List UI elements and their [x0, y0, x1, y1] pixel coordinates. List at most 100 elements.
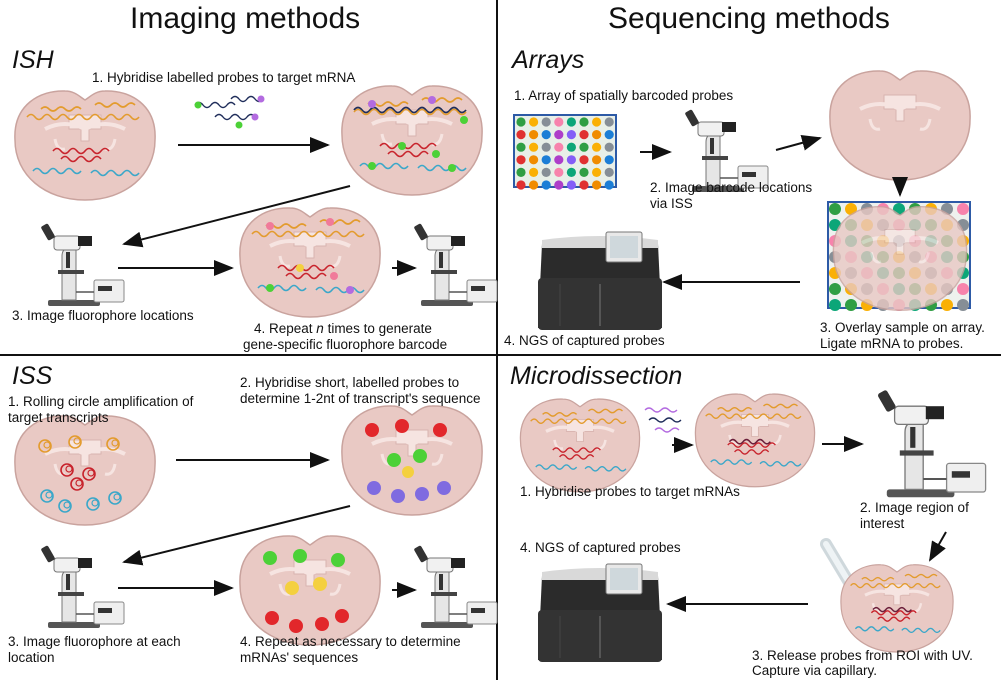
iss-step4-line1: 4. Repeat as necessary to determine [240, 634, 461, 649]
md-brain-2 [693, 392, 817, 489]
arrays-step2-line2: via ISS [650, 196, 693, 211]
barcode-spot [957, 283, 969, 295]
barcode-spot [579, 130, 589, 140]
barcode-spot [541, 180, 551, 190]
barcode-spot [941, 299, 953, 311]
barcode-spot [541, 142, 551, 152]
md-step2-line2: interest [860, 516, 905, 531]
barcode-spot [579, 180, 589, 190]
ish-step4-n: n [316, 321, 324, 336]
barcode-spot [554, 142, 564, 152]
barcode-spot [529, 142, 539, 152]
iss-step1-line2: target transcripts [8, 410, 109, 425]
barcode-spot [516, 180, 526, 190]
barcode-spot [604, 142, 614, 152]
barcode-spot [579, 142, 589, 152]
iss-step3-line2: location [8, 650, 55, 665]
barcode-spot [579, 117, 589, 127]
iss-brain-2 [339, 403, 485, 517]
barcode-spot [554, 117, 564, 127]
iss-step2-line2: determine 1-2nt of transcript's sequence [240, 391, 481, 406]
barcode-spot [604, 117, 614, 127]
barcode-spot [829, 203, 841, 215]
barcode-spot [516, 142, 526, 152]
sequencer-icon [537, 231, 663, 331]
barcode-spot [592, 180, 602, 190]
arrays-step4: 4. NGS of captured probes [504, 333, 665, 348]
barcode-spot [579, 167, 589, 177]
microscope-icon [412, 544, 498, 629]
arrow [122, 505, 351, 566]
md-step3-line1: 3. Release probes from ROI with UV. [752, 648, 973, 663]
ish-step3: 3. Image fluorophore locations [12, 308, 194, 323]
arrays-label: Arrays [512, 46, 585, 74]
ish-step4-line1: 4. Repeat n times to generate [254, 321, 432, 337]
ish-step1: 1. Hybridise labelled probes to target m… [92, 70, 356, 85]
barcode-spot [541, 155, 551, 165]
barcode-spot [566, 167, 576, 177]
barcode-spot [516, 130, 526, 140]
barcode-spot [516, 117, 526, 127]
iss-brain-3 [237, 533, 383, 647]
arrays-step1: 1. Array of spatially barcoded probes [514, 88, 734, 103]
ish-brain-1 [12, 88, 158, 202]
arrow [775, 135, 822, 151]
microscope-icon [39, 544, 125, 629]
ish-step4-line2: gene-specific fluorophore barcode [243, 337, 448, 352]
iss-step4-line2: mRNAs' sequences [240, 650, 359, 665]
imaging-title: Imaging methods [130, 2, 361, 35]
barcode-spot [592, 142, 602, 152]
arrays-step3-line1: 3. Overlay sample on array. [820, 320, 985, 335]
arrow [122, 185, 351, 248]
barcode-spot [829, 299, 841, 311]
sequencer-icon [537, 563, 663, 663]
arrow [929, 531, 947, 562]
arrays-brain [827, 68, 973, 182]
barcode-array-icon [513, 114, 617, 190]
iss-label: ISS [12, 362, 53, 390]
overlay-array-icon [827, 201, 971, 313]
barcode-spot [516, 155, 526, 165]
barcode-spot [604, 180, 614, 190]
microscope-icon [412, 222, 498, 307]
barcode-spot [592, 167, 602, 177]
probe-icon [644, 407, 682, 433]
sequencing-title: Sequencing methods [608, 2, 890, 35]
ish-step4-text-a: 4. Repeat [254, 321, 317, 336]
barcode-spot [566, 180, 576, 190]
arrays-step2-line1: 2. Image barcode locations [650, 180, 813, 195]
ish-label: ISH [12, 46, 54, 74]
md-step2-line1: 2. Image region of [860, 500, 969, 515]
barcode-spot [566, 117, 576, 127]
barcode-spot [516, 167, 526, 177]
barcode-spot [845, 299, 857, 311]
barcode-spot [957, 299, 969, 311]
barcode-spot [529, 130, 539, 140]
barcode-spot [592, 155, 602, 165]
barcode-spot [554, 155, 564, 165]
probe-icon [194, 95, 265, 129]
ish-brain-2 [339, 83, 485, 197]
barcode-spot [541, 167, 551, 177]
barcode-spot [604, 130, 614, 140]
md-step4: 4. NGS of captured probes [520, 540, 681, 555]
microscope-icon [876, 388, 987, 499]
barcode-spot [566, 142, 576, 152]
ish-brain-3 [237, 205, 383, 319]
barcode-spot [579, 155, 589, 165]
arrays-step3-line2: Ligate mRNA to probes. [820, 336, 964, 351]
barcode-spot [529, 117, 539, 127]
microscope-icon [39, 222, 125, 307]
barcode-spot [554, 180, 564, 190]
barcode-spot [566, 130, 576, 140]
md-brain-1 [518, 397, 642, 494]
barcode-spot [554, 167, 564, 177]
barcode-spot [566, 155, 576, 165]
barcode-spot [604, 167, 614, 177]
barcode-spot [592, 130, 602, 140]
ish-step4-text-b: times to generate [323, 321, 432, 336]
md-step3-line2: Capture via capillary. [752, 663, 878, 678]
barcode-spot [554, 130, 564, 140]
barcode-spot [957, 203, 969, 215]
